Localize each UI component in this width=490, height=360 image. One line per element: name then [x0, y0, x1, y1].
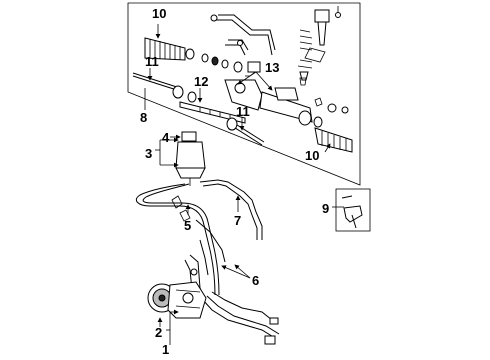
pinion-valve-assembly: [297, 6, 341, 81]
callout-6-pressure-lines: 6: [252, 273, 259, 288]
tie-rod-boot-lower: [314, 127, 353, 153]
callout-4-cap: 4: [162, 130, 170, 145]
power-steering-pump: [147, 268, 207, 319]
callout-2-pulley: 2: [155, 325, 162, 340]
outer-tie-rod-end: [341, 195, 363, 229]
tie-rod-inner-left: [132, 72, 197, 103]
callout-11-right-tie-rod: 11: [236, 104, 250, 119]
callout-12-rack: 12: [194, 74, 208, 89]
callout-13-housing: 13: [265, 60, 279, 75]
callout-10-lower-boot: 10: [305, 148, 319, 163]
rack-fluid-lines: [210, 14, 276, 56]
rack-housing: [224, 77, 349, 128]
callout-11-left-tie-rod: 11: [145, 54, 159, 69]
callout-7-return-hose: 7: [234, 213, 241, 228]
callout-5-hose: 5: [184, 218, 191, 233]
tie-rod-inner-right: [226, 117, 265, 146]
callout-9-tie-rod-end: 9: [322, 201, 329, 216]
tie-rod-end-frame: [335, 188, 371, 232]
power-steering-hoses: [135, 179, 280, 345]
steering-gear-box-frame: [127, 2, 361, 186]
callout-3-reservoir: 3: [145, 146, 152, 161]
callout-8-gear-assembly: 8: [140, 110, 147, 125]
callout-10-upper-boot: 10: [152, 6, 166, 21]
power-steering-reservoir: [175, 131, 206, 186]
tie-rod-boot-upper: [144, 37, 195, 61]
steering-rack: [179, 101, 246, 124]
callout-1-pump: 1: [162, 342, 169, 357]
seal-rings: [201, 53, 261, 73]
